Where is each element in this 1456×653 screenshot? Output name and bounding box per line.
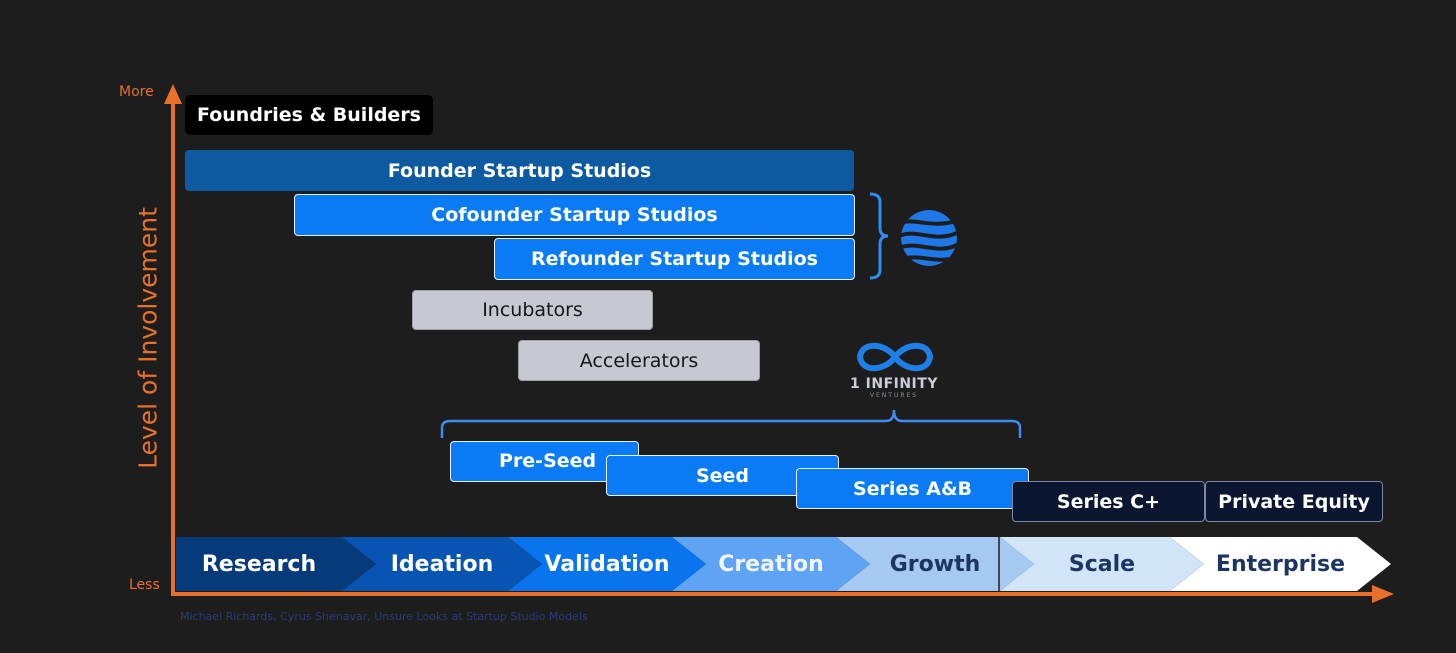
axis-bottom-label: Less: [129, 577, 160, 593]
footnote: Michael Richards, Cyrus Shenavar, Unsure…: [180, 610, 588, 623]
studio-logo-icon: [901, 210, 957, 266]
stage-label-ideation: Ideation: [390, 551, 494, 577]
stage-arrow-growth: [836, 537, 1034, 591]
stage-arrow-scale: [1000, 537, 1204, 591]
stage-arrow-ideation: [342, 537, 542, 591]
stage-arrow-creation: [672, 537, 870, 591]
infinity-logo-name: 1 INFINITY: [850, 376, 938, 392]
accelerators-bar: Accelerators: [518, 340, 760, 381]
series-ab-bar: Series A&B: [796, 468, 1029, 509]
stage-arrow-enterprise: [1170, 537, 1391, 591]
stage-arrow-research: [176, 537, 376, 591]
incubators-bar: Incubators: [412, 290, 653, 330]
founder-startup-studios-bar: Founder Startup Studios: [185, 150, 854, 191]
stage-label-growth: Growth: [889, 551, 981, 577]
infinity-logo-icon: [856, 342, 934, 372]
stage-label-scale: Scale: [1068, 551, 1136, 577]
stage-label-research: Research: [201, 551, 317, 577]
infinity-logo-tagline: VENTURES: [869, 392, 919, 399]
cofounder-startup-studios-bar: Cofounder Startup Studios: [294, 194, 855, 236]
stage-arrow-validation: [508, 537, 706, 591]
stage-label-creation: Creation: [718, 551, 824, 577]
funding-bracket: [440, 409, 1022, 438]
series-c-bar: Series C+: [1012, 481, 1205, 522]
refounder-startup-studios-bar: Refounder Startup Studios: [494, 238, 855, 280]
axis-top-label: More: [119, 84, 154, 100]
private-equity-bar: Private Equity: [1205, 481, 1383, 522]
studios-bracket: [869, 192, 889, 280]
foundries-builders-label: Foundries & Builders: [185, 95, 433, 135]
stage-label-validation: Validation: [544, 551, 670, 577]
stage-label-enterprise: Enterprise: [1215, 551, 1346, 577]
